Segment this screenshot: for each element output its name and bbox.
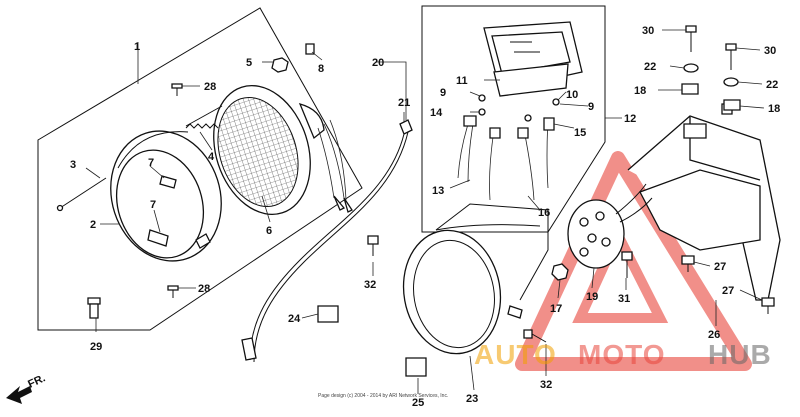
label-18-right: 18 [768, 103, 780, 115]
label-7-bottom: 7 [150, 199, 156, 211]
speedometer-cable [241, 119, 413, 363]
callout-labels: 1 28 5 8 4 3 7 7 2 6 28 29 20 21 24 32 2… [70, 25, 780, 409]
label-15: 15 [574, 127, 586, 139]
label-21: 21 [398, 97, 410, 109]
watermark-text: AUTO MOTO HUB [474, 339, 772, 370]
bolt-29 [87, 297, 101, 319]
label-3: 3 [70, 159, 76, 171]
label-6: 6 [266, 225, 272, 237]
screw-28-top [171, 83, 183, 96]
indicator-19 [567, 183, 653, 269]
label-30-left: 30 [642, 25, 654, 37]
label-24: 24 [288, 313, 301, 325]
screw-31 [621, 251, 633, 278]
label-17: 17 [550, 303, 562, 315]
label-16: 16 [538, 207, 550, 219]
nut-5 [271, 57, 289, 73]
label-8: 8 [318, 63, 324, 75]
collar-22-right [723, 77, 739, 87]
screw-3 [56, 177, 107, 212]
label-28-bottom: 28 [198, 283, 210, 295]
label-12: 12 [624, 113, 636, 125]
label-4: 4 [208, 151, 215, 163]
copyright-text: Page design (c) 2004 - 2014 by ARI Netwo… [318, 393, 448, 399]
label-20: 20 [372, 57, 384, 69]
label-32-bottom: 32 [540, 379, 552, 391]
label-29: 29 [90, 341, 102, 353]
screw-32-bottom [523, 329, 547, 343]
clamp-24 [317, 305, 339, 323]
group-frame-meter [421, 5, 606, 233]
watermark-moto: MOTO [578, 339, 665, 370]
headlight-rim [110, 130, 222, 262]
label-28-top: 28 [204, 81, 216, 93]
label-1: 1 [134, 41, 140, 53]
label-27-top: 27 [714, 261, 726, 273]
label-2: 2 [90, 219, 96, 231]
label-14: 14 [430, 107, 443, 119]
label-9-left: 9 [440, 87, 446, 99]
label-26: 26 [708, 329, 720, 341]
label-13: 13 [432, 185, 444, 197]
label-9-right: 9 [588, 101, 594, 113]
label-10: 10 [566, 89, 578, 101]
front-direction-arrow: FR. [6, 372, 47, 404]
label-22-left: 22 [644, 61, 656, 73]
bolt-30-left [685, 25, 697, 52]
label-11: 11 [456, 75, 468, 87]
bracket-25 [405, 357, 427, 377]
label-30-right: 30 [764, 45, 776, 57]
spring [185, 105, 223, 129]
label-18-left: 18 [634, 85, 646, 97]
collar-22-left [683, 63, 699, 73]
watermark-auto: AUTO [474, 339, 557, 370]
label-19: 19 [586, 291, 598, 303]
label-22-right: 22 [766, 79, 778, 91]
meter-assembly [457, 21, 583, 201]
label-31: 31 [618, 293, 630, 305]
headlight-case [402, 203, 549, 355]
label-7-top: 7 [148, 157, 154, 169]
label-27-bottom: 27 [722, 285, 734, 297]
label-5: 5 [246, 57, 252, 69]
group-frame-headlight [37, 7, 363, 331]
screw-27-top [681, 255, 695, 272]
screw-27-bottom [761, 297, 775, 314]
bolt-30-right [725, 43, 737, 70]
screw-28-bottom [167, 285, 179, 298]
grommet-18-left [681, 83, 699, 95]
label-25: 25 [412, 397, 424, 409]
screw-32-top [367, 235, 379, 256]
leader-lines [85, 29, 765, 394]
headlight-unit [213, 84, 353, 216]
watermark-hub: HUB [708, 339, 772, 370]
nut-17 [551, 263, 569, 281]
direction-label: FR. [26, 372, 47, 390]
label-23: 23 [466, 393, 478, 405]
headlight-stay [627, 103, 781, 301]
grommet-18-right [723, 99, 741, 111]
label-32-top: 32 [364, 279, 376, 291]
